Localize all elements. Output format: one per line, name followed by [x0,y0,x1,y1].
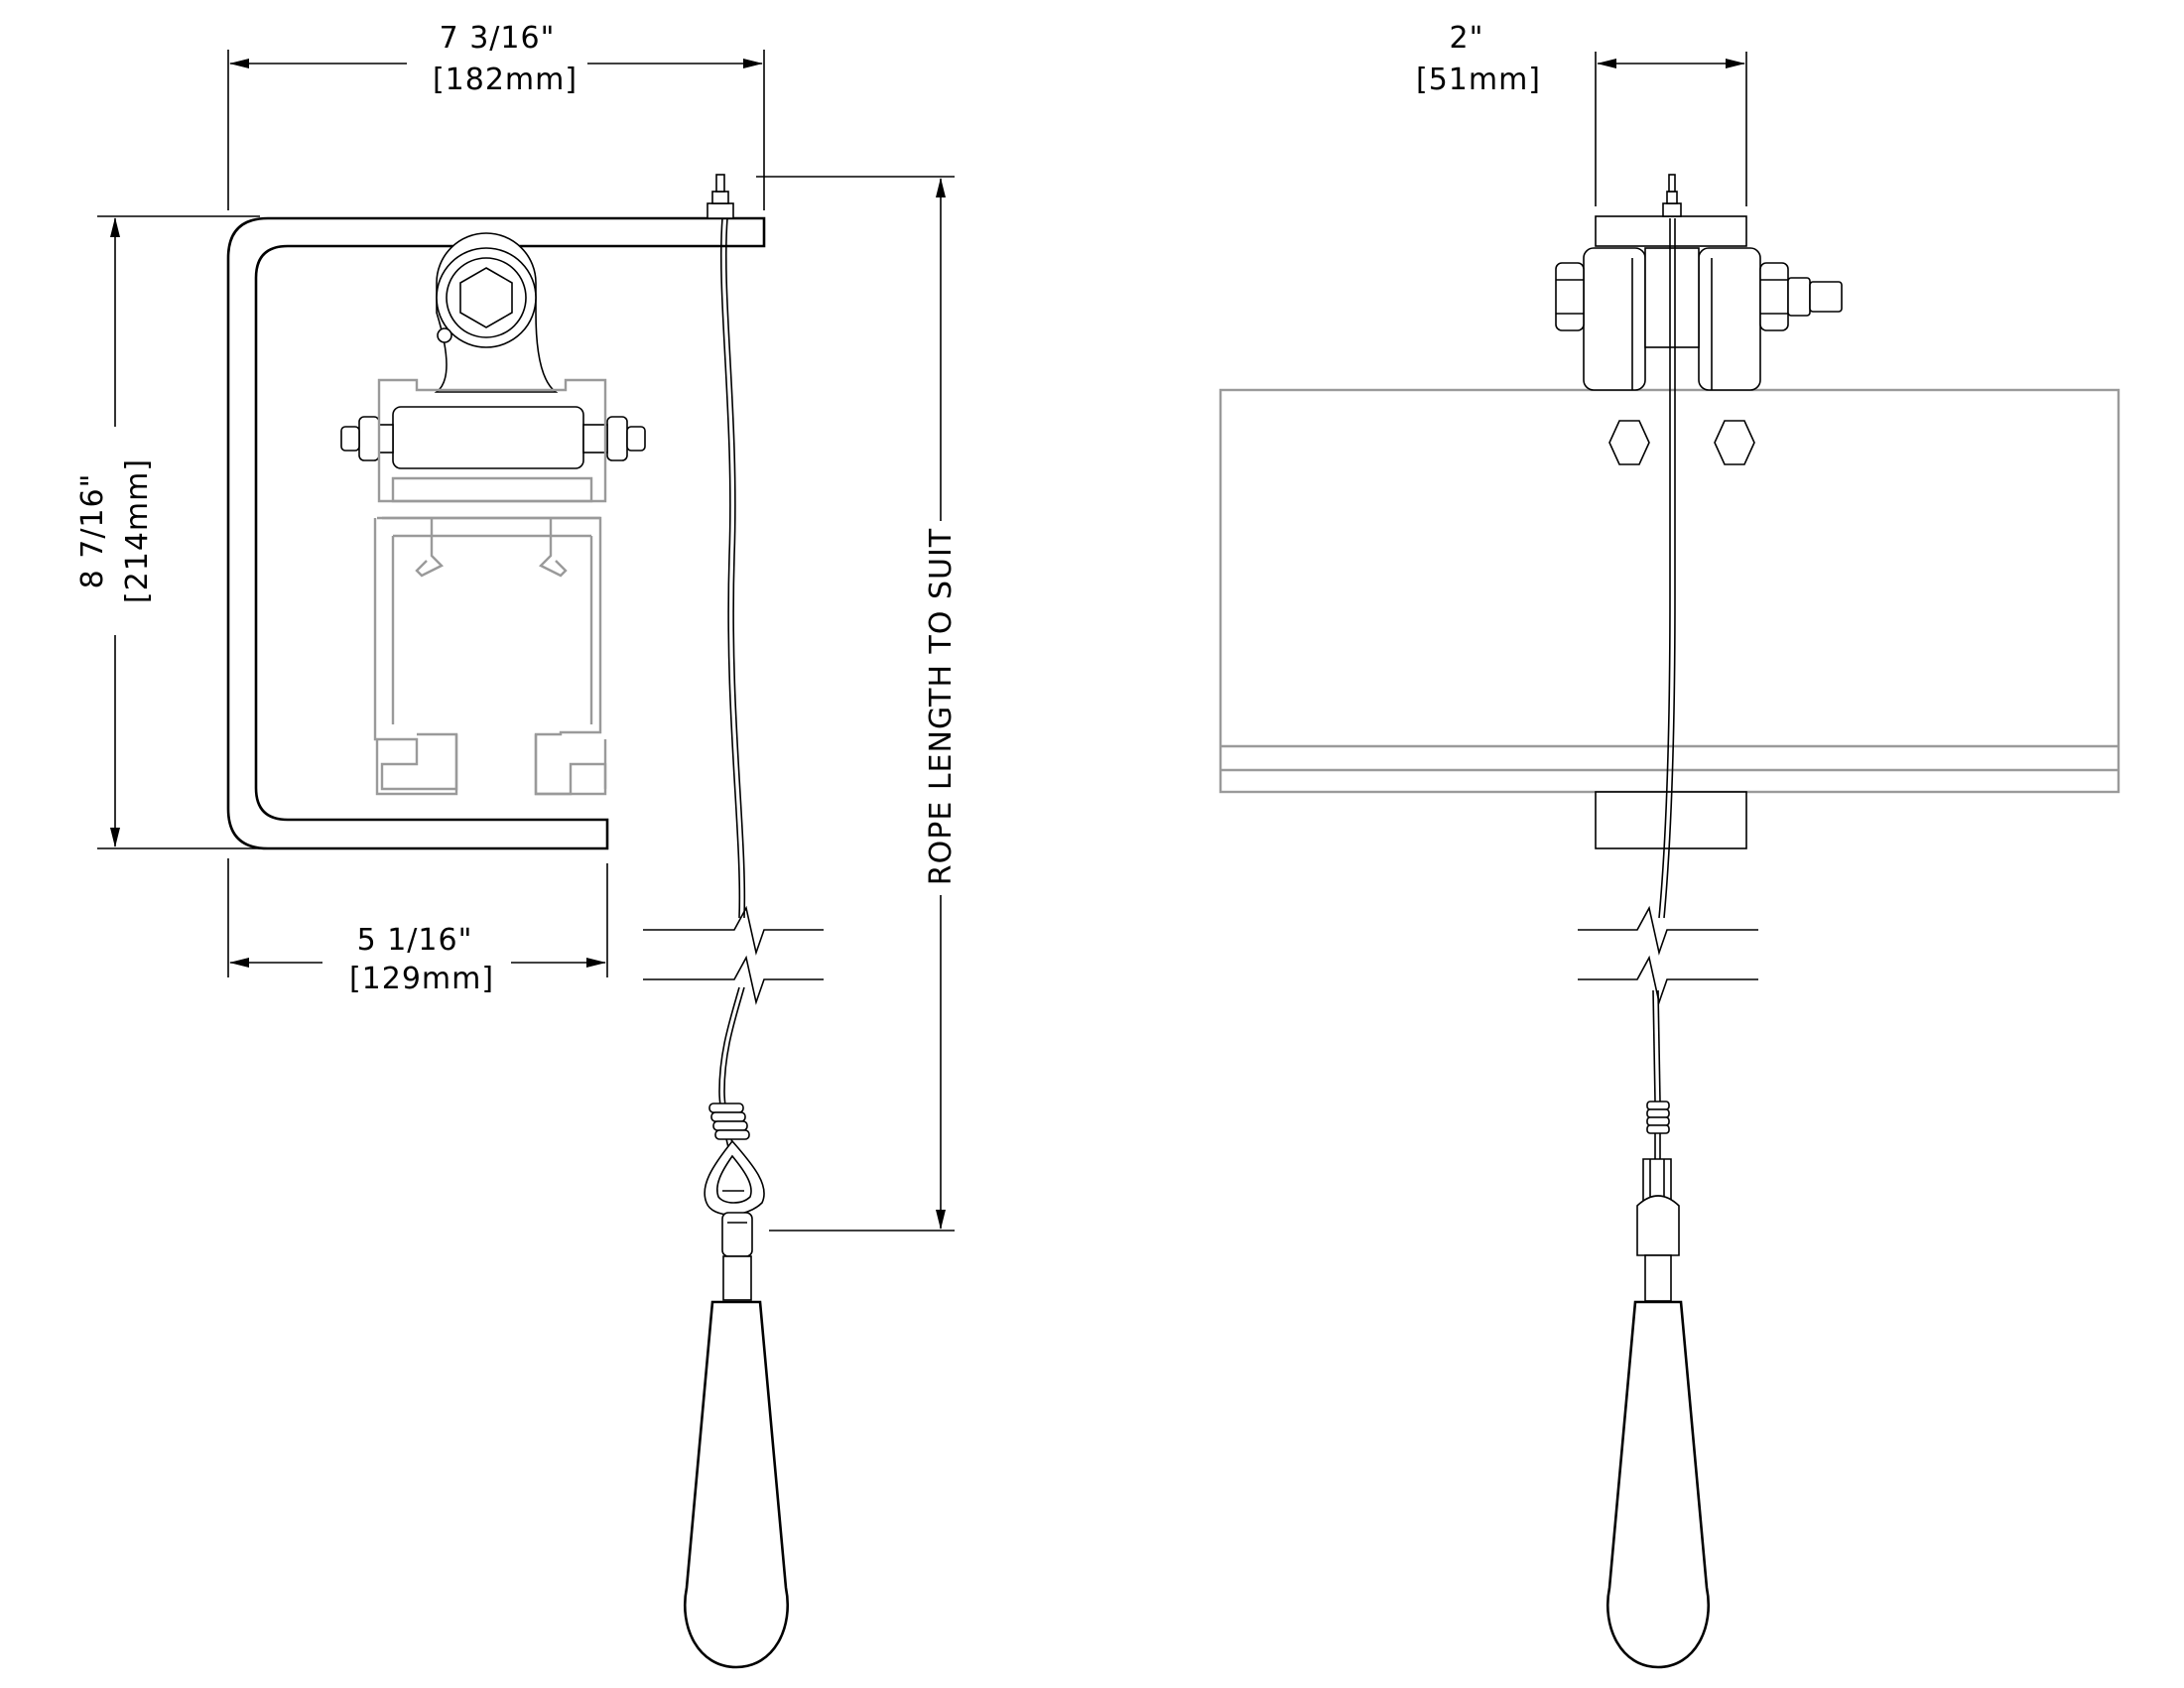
side-axle-nut-left [1555,262,1585,331]
dim-width-inner-metric: [129mm] [349,962,494,996]
side-wheel-right [1698,247,1761,391]
dim-width-side-imperial: 2" [1450,21,1484,56]
side-rope-ferrule [1646,1101,1670,1134]
side-break-symbol [1578,905,1758,1005]
dim-width-overall-metric: [182mm] [433,63,578,97]
clamp-bolt-right [582,416,646,461]
side-view [1219,174,2120,1669]
rail-clamp-block [392,406,584,469]
dim-width-side-metric: [51mm] [1416,63,1541,97]
clamp-bolt-left [340,416,394,461]
pull-handle [683,1300,790,1669]
dim-width-overall-imperial: 7 3/16" [440,21,556,56]
front-view [226,174,824,1669]
dimension-height-overall: 8 7/16" [214mm] [75,215,260,849]
side-bolt-right [1714,420,1755,465]
rope-ferrule [708,1103,750,1140]
dimension-width-side: 2" [51mm] [1416,21,1747,206]
side-bolt-left [1608,420,1650,465]
pull-rope-upper [719,217,741,919]
hex-bolt-head [459,267,513,328]
side-wheel-left [1583,247,1646,391]
rope-break-symbol [643,905,824,1005]
dim-width-inner-imperial: 5 1/16" [357,923,473,958]
side-top-plate [1595,215,1747,247]
dim-height-overall-imperial: 8 7/16" [75,473,110,589]
rope-thimble [704,1139,765,1216]
side-pull-handle [1606,1300,1711,1669]
side-pull-rope [1658,218,1671,919]
dimension-width-overall: 7 3/16" [182mm] [227,21,765,210]
dim-height-overall-metric: [214mm] [120,458,155,603]
j-bracket [226,216,766,850]
dimension-rope-length: ROPE LENGTH TO SUIT [756,176,959,1232]
rope-anchor-stud [707,174,734,219]
pull-rope-lower [718,986,740,1172]
side-axle-nut-right [1759,262,1843,331]
rope-length-note: ROPE LENGTH TO SUIT [924,528,959,885]
dimension-width-inner: 5 1/16" [129mm] [227,858,608,996]
